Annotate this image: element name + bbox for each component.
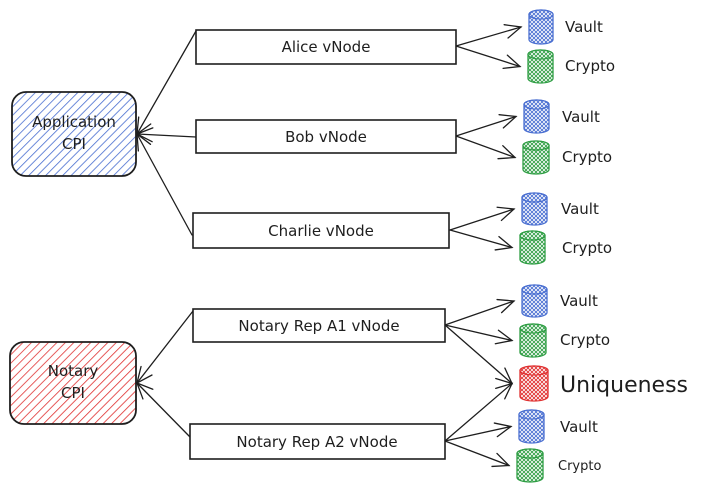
- charlie-vnode-node: Charlie vNode: [192, 212, 450, 249]
- charlie-crypto-label: Crypto: [562, 239, 612, 257]
- uniqueness-store: Uniqueness: [519, 365, 688, 402]
- edge-alice-to-application-arrow: [136, 30, 197, 136]
- charlie-crypto-store: Crypto: [519, 230, 612, 265]
- edge-notary-a1-to-a1-vault-arrow: [444, 298, 516, 326]
- edge-charlie-to-charlie-crypto-arrow: [449, 229, 514, 251]
- edge-notary-a2-to-a2-vault-arrow: [444, 422, 513, 442]
- alice-crypto-store: Crypto: [527, 49, 615, 84]
- a2-vault-label: Vault: [560, 418, 598, 436]
- application-cpi-node: Application CPI: [11, 91, 137, 177]
- alice-crypto-database-icon: [527, 49, 554, 84]
- bob-crypto-label: Crypto: [562, 148, 612, 166]
- edge-notary-a2-to-uniqueness-arrow: [444, 382, 514, 442]
- edge-notary-a1-to-notary-arrow: [136, 310, 194, 385]
- uniqueness-database-icon: [519, 365, 549, 402]
- alice-crypto-label: Crypto: [565, 57, 615, 75]
- edge-notary-a1-to-uniqueness-arrow: [444, 324, 514, 385]
- alice-vault-label: Vault: [565, 18, 603, 36]
- bob-vault-label: Vault: [562, 108, 600, 126]
- a1-crypto-store: Crypto: [519, 323, 610, 358]
- edge-charlie-to-charlie-vault-arrow: [449, 206, 516, 231]
- bob-vnode-label: Bob vNode: [285, 128, 367, 146]
- a1-crypto-database-icon: [519, 323, 547, 358]
- application-cpi-label-line2: CPI: [62, 135, 86, 153]
- notary-cpi-label-line1: Notary: [48, 362, 99, 380]
- notary-cpi-label-line2: CPI: [61, 384, 85, 402]
- bob-crypto-database-icon: [522, 140, 550, 175]
- edge-bob-to-bob-crypto-arrow: [455, 135, 517, 160]
- a1-vault-label: Vault: [560, 292, 598, 310]
- a1-vault-database-icon: [521, 284, 548, 318]
- notary-a1-vnode-label: Notary Rep A1 vNode: [238, 317, 399, 335]
- edge-notary-a2-to-notary-arrow: [135, 381, 191, 438]
- edge-alice-to-alice-vault-arrow: [455, 24, 523, 47]
- edge-notary-a2-to-a2-crypto-arrow: [444, 440, 511, 468]
- uniqueness-label: Uniqueness: [560, 373, 688, 398]
- notary-a2-vnode-label: Notary Rep A2 vNode: [236, 433, 397, 451]
- alice-vault-database-icon: [528, 9, 554, 45]
- notary-a2-vnode-node: Notary Rep A2 vNode: [189, 423, 446, 460]
- edge-bob-to-application-arrow: [135, 127, 197, 143]
- application-cpi-label-line1: Application: [32, 113, 116, 131]
- edge-notary-a1-to-a1-crypto-arrow: [444, 324, 514, 345]
- a1-vault-store: Vault: [521, 284, 598, 318]
- a1-crypto-label: Crypto: [560, 331, 610, 349]
- a2-crypto-database-icon: [516, 448, 544, 483]
- charlie-crypto-database-icon: [519, 230, 546, 265]
- edge-alice-to-alice-crypto-arrow: [455, 45, 522, 70]
- notary-a1-vnode-node: Notary Rep A1 vNode: [192, 308, 446, 343]
- a2-crypto-store: Crypto: [516, 448, 601, 483]
- bob-vault-store: Vault: [523, 99, 600, 134]
- charlie-vault-store: Vault: [521, 192, 599, 226]
- edges-layer: [135, 24, 523, 468]
- a2-vault-store: Vault: [518, 409, 598, 444]
- alice-vnode-label: Alice vNode: [282, 38, 371, 56]
- bob-vnode-node: Bob vNode: [195, 119, 457, 154]
- edge-bob-to-bob-vault-arrow: [455, 114, 518, 137]
- a2-crypto-label: Crypto: [558, 459, 601, 474]
- charlie-vault-database-icon: [521, 192, 548, 226]
- alice-vault-store: Vault: [528, 9, 603, 45]
- edge-charlie-to-application-arrow: [136, 132, 193, 236]
- notary-cpi-node: Notary CPI: [9, 341, 137, 425]
- alice-vnode-node: Alice vNode: [195, 29, 457, 65]
- bob-vault-database-icon: [523, 99, 550, 134]
- charlie-vault-label: Vault: [561, 200, 599, 218]
- bob-crypto-store: Crypto: [522, 140, 612, 175]
- charlie-vnode-label: Charlie vNode: [268, 222, 374, 240]
- stores-layer: VaultCryptoVaultCryptoVaultCryptoVaultCr…: [516, 9, 688, 483]
- a2-vault-database-icon: [518, 409, 545, 444]
